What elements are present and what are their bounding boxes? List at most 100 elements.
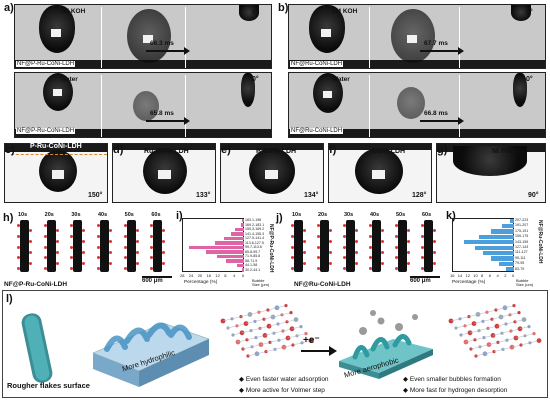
bubble: [109, 261, 112, 265]
histogram-bar: [490, 229, 514, 234]
bubble: [421, 224, 424, 227]
panel-label-d: d): [113, 144, 124, 156]
bubble: [123, 267, 127, 271]
atom: [513, 320, 517, 324]
bubble: [82, 240, 86, 244]
electrode-rod: [153, 220, 163, 272]
histogram-bar: [490, 256, 514, 261]
x-tick-label: 0: [242, 273, 245, 278]
bubble: [421, 256, 424, 260]
bubble: [369, 267, 372, 271]
bullet-left-2: ◆ More active for Volmer step: [239, 387, 325, 394]
bubble: [329, 261, 332, 265]
bubble: [43, 256, 47, 260]
y-tick-label: 113.6-127.5: [245, 240, 264, 245]
panel-b-sample-bottom: NF@Ru-CoNi-LDH: [290, 128, 344, 134]
atom: [471, 321, 477, 326]
panel-e: [220, 143, 324, 203]
panel-b-angle-bottom: 0°: [526, 76, 533, 83]
bubble: [43, 234, 47, 238]
bubble: [369, 245, 372, 249]
panel-j-scale: 600 μm: [410, 278, 431, 284]
bubble: [150, 234, 154, 238]
time-label: 40s: [370, 212, 380, 218]
electrode-rod: [46, 220, 56, 272]
electrode-rod: [372, 220, 381, 272]
panel-g-title: Ni Foam: [492, 148, 520, 155]
panel-f-angle: 128°: [412, 192, 427, 199]
time-label: 40s: [98, 212, 108, 218]
bubble: [150, 256, 154, 260]
panel-c-angle: 150°: [88, 192, 103, 199]
atom: [300, 341, 304, 345]
bubble: [381, 240, 384, 244]
bubble: [433, 229, 436, 233]
electrode-rod: [346, 220, 355, 272]
bubble: [329, 229, 332, 233]
atom: [517, 311, 521, 315]
y-tick-label: 58-71.9: [245, 258, 258, 263]
atom: [494, 323, 500, 329]
atom: [280, 313, 284, 317]
panel-h-scale: 600 μm: [142, 278, 163, 284]
histogram-bar: [510, 218, 514, 223]
atom: [308, 338, 314, 343]
panel-b-electrolyte-bottom: Water: [332, 76, 350, 83]
chart-k-ylabel: Bubble Size (um): [516, 278, 534, 288]
bubble: [123, 234, 127, 238]
x-tick-label: 28: [180, 273, 185, 278]
atom: [272, 331, 276, 335]
bubble: [70, 234, 74, 238]
bubble: [55, 261, 59, 265]
histogram-bar: [463, 240, 514, 245]
atom: [508, 313, 512, 317]
histogram-bar: [235, 227, 244, 231]
electrode-rod: [398, 220, 407, 272]
y-tick-label: 207-223: [515, 218, 529, 222]
bubble: [303, 251, 306, 254]
x-tick-label: 16: [206, 273, 212, 278]
atom: [249, 329, 253, 333]
panel-label-l: l): [6, 293, 13, 305]
y-tick-label: 175-191: [515, 228, 529, 233]
hydrophilic-cell-icon: [92, 322, 210, 387]
bubble: [421, 234, 424, 238]
atom: [521, 317, 527, 322]
bubble: [70, 267, 74, 271]
scheme-arrow-caption: +e⁻: [303, 335, 320, 346]
bubble: [421, 245, 424, 249]
bubble: [407, 229, 410, 233]
bullet-right-2: ◆ More fast for hydrogen desorption: [403, 387, 508, 394]
y-tick-label: 127-143: [515, 245, 529, 249]
histogram-bar: [215, 241, 244, 245]
panel-a-sample-bottom: NF@P-Ru-CoNi-LDH: [16, 128, 76, 134]
panel-label-c: c): [5, 144, 15, 156]
bubble: [381, 251, 384, 254]
bubble: [317, 267, 320, 271]
atom: [235, 324, 239, 328]
bubble: [381, 229, 384, 233]
panel-a-bottom-strip: [14, 72, 272, 138]
atom: [289, 311, 293, 315]
bubble: [343, 234, 346, 238]
panel-f: [328, 143, 432, 203]
bubble: [82, 261, 86, 265]
atom: [492, 350, 496, 354]
x-tick-label: 8: [481, 273, 484, 278]
x-tick-label: 12: [465, 273, 470, 278]
bubble: [43, 245, 47, 249]
y-tick-label: 159-175: [515, 234, 529, 239]
bubble: [123, 245, 127, 249]
bubble: [29, 261, 32, 265]
atom: [239, 330, 245, 336]
panel-d: [112, 143, 216, 203]
bubble: [303, 240, 306, 244]
panel-e-angle: 134°: [304, 192, 319, 199]
time-label: 10s: [18, 212, 28, 218]
y-tick-label: 71.9-85.8: [245, 254, 261, 258]
bubble: [433, 240, 436, 244]
panel-b-angle-top: 0°: [526, 9, 533, 16]
panel-a-angle-bottom: 0°: [252, 76, 259, 83]
bubble: [407, 251, 410, 254]
